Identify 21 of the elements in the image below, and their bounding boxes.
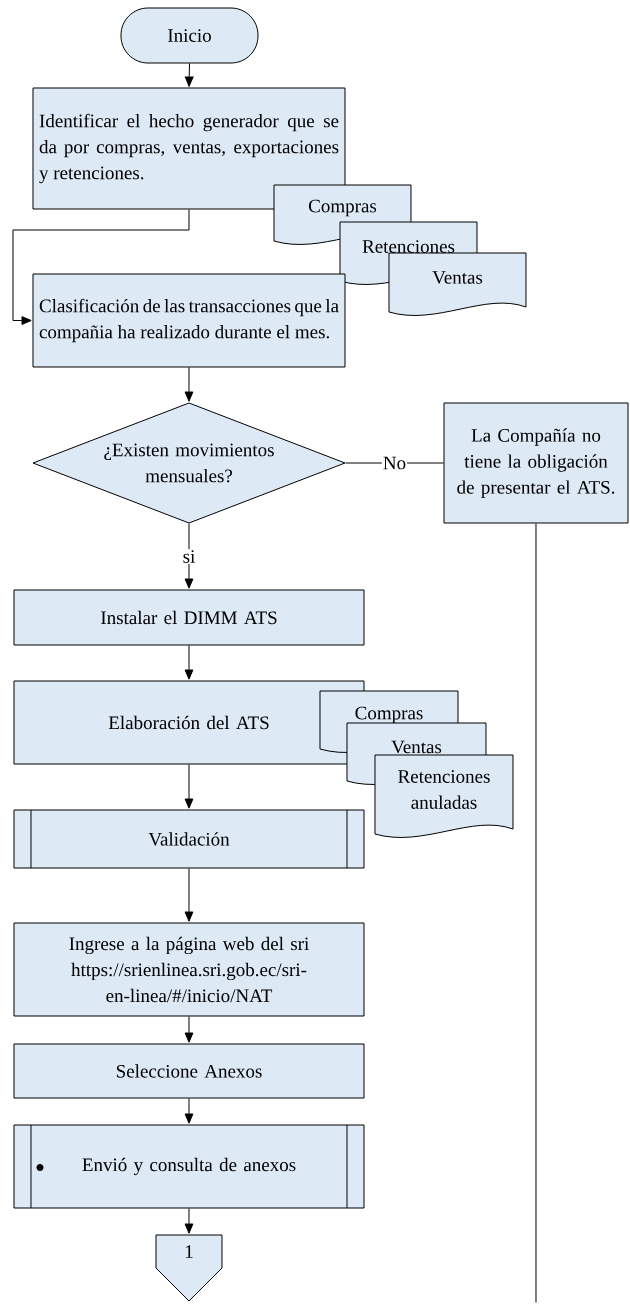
arrow — [184, 1208, 194, 1234]
off-page-connector: 1 — [155, 1234, 223, 1302]
arrow — [184, 764, 194, 809]
process-box: Clasificación de las transacciones que la compañia ha realizado durante el mes. — [32, 273, 346, 368]
arrow — [184, 1098, 194, 1124]
process-box: La Compañía no tiene la obligación de presentar el ATS. — [443, 402, 629, 524]
arrow — [184, 1016, 194, 1043]
process-box: Seleccione Anexos — [13, 1043, 365, 1099]
edge-label: si — [181, 549, 197, 564]
process-box: Instalar el DIMM ATS — [13, 589, 365, 646]
predefined-process-box: Validación — [13, 809, 365, 869]
arrow — [184, 63, 194, 87]
arrow — [184, 645, 194, 680]
arrow — [184, 367, 194, 402]
arrow — [184, 868, 194, 922]
edge-label: No — [381, 455, 408, 471]
predefined-process-box: Envió y consulta de anexos — [13, 1124, 365, 1209]
start-terminal: Inicio — [120, 7, 259, 64]
process-box: Ingrese a la página web del sri https://srienlinea.sri.gob.ec/sri-en-linea/#/inicio/NAT — [13, 922, 365, 1017]
arrow — [12, 209, 190, 325]
arrow — [184, 523, 194, 589]
